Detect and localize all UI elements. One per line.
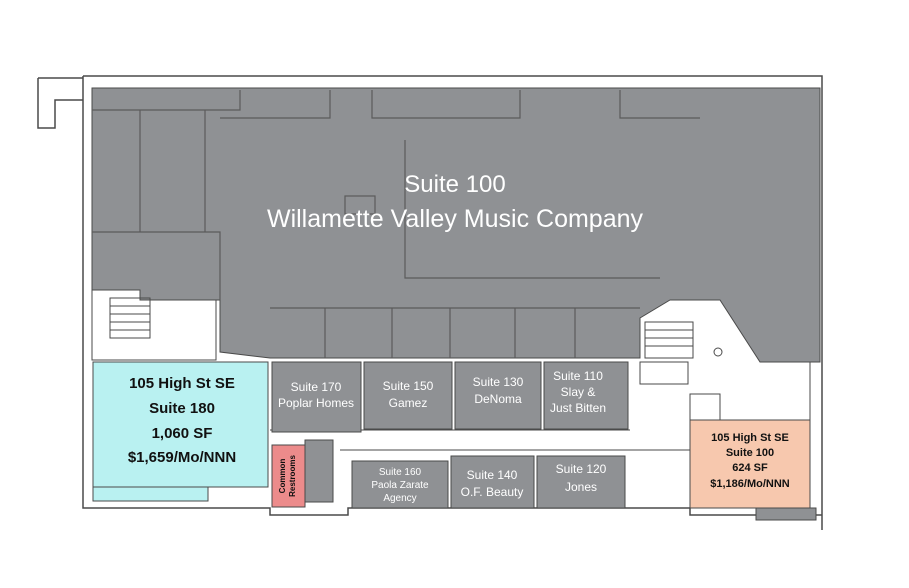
interior-walls — [92, 90, 700, 358]
suite-120-number: Suite 120 — [556, 462, 607, 476]
suite-160-number: Suite 160 — [379, 467, 422, 478]
restrooms-side-area — [304, 439, 334, 503]
suite-main-number: Suite 100 — [404, 171, 505, 198]
suite-140-number: Suite 140 — [467, 468, 518, 482]
left-stair — [91, 290, 217, 361]
suite-100-lower-strip — [755, 507, 817, 521]
suite-140-area — [450, 455, 535, 509]
suite-180-rent: $1,659/Mo/NNN — [128, 449, 236, 466]
suite-160-tenant-line2: Agency — [383, 493, 416, 504]
suite-160-area — [351, 460, 449, 509]
suite-170-area — [271, 361, 362, 433]
suite-170-number: Suite 170 — [291, 380, 342, 394]
suite-180-number: Suite 180 — [149, 400, 215, 417]
suite-180-size: 1,060 SF — [152, 425, 213, 442]
suite-180-address: 105 High St SE — [129, 375, 235, 392]
suite-100-rent: $1,186/Mo/NNN — [710, 478, 790, 490]
suite-110-tenant-line1: Slay & — [561, 385, 596, 399]
suite-150-number: Suite 150 — [383, 379, 434, 393]
suite-110-number: Suite 110 — [553, 369, 603, 383]
suite-160-tenant-line1: Paola Zarate — [371, 480, 429, 491]
suite-100-size: 624 SF — [732, 462, 768, 474]
suite-130-area — [454, 361, 542, 430]
suite-170-tenant: Poplar Homes — [278, 396, 354, 410]
suite-110-tenant-line2: Just Bitten — [550, 401, 606, 415]
suite-120-area — [536, 455, 626, 509]
restrooms-label-line2: Restrooms — [288, 455, 297, 497]
suite-150-tenant: Gamez — [389, 396, 428, 410]
suite-100-available-area — [689, 419, 811, 509]
suite-130-tenant: DeNoma — [474, 392, 522, 406]
restrooms-label-line1: Common — [278, 459, 287, 494]
suite-100-number: Suite 100 — [726, 447, 774, 459]
suite-110-area — [543, 361, 629, 430]
suite-180-lower-strip — [92, 486, 209, 502]
suite-120-tenant: Jones — [565, 480, 597, 494]
suite-180-available-area — [92, 361, 269, 488]
restrooms-area — [271, 444, 306, 508]
right-stair — [639, 321, 811, 421]
suite-140-tenant: O.F. Beauty — [461, 485, 524, 499]
suite-130-number: Suite 130 — [473, 375, 524, 389]
suite-100-address: 105 High St SE — [711, 432, 789, 444]
suite-150-area — [363, 361, 453, 430]
building-outline — [37, 75, 823, 530]
suite-main-tenant: Willamette Valley Music Company — [267, 205, 644, 233]
